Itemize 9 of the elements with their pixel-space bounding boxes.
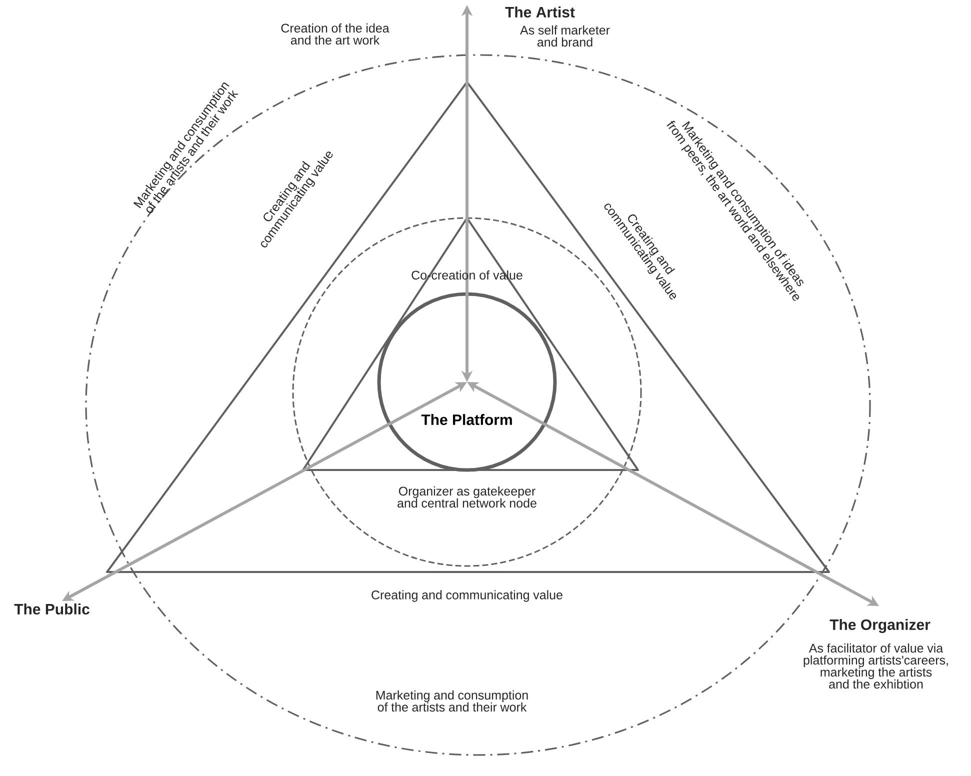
heading: The Organizer	[830, 618, 930, 634]
heading: The Public	[14, 604, 90, 614]
caption-text: Creating and communicating value	[372, 590, 562, 602]
heading: The Artist	[505, 6, 575, 18]
caption-text: As self marketer and brand	[520, 25, 610, 47]
caption-text: Marketing and consumption of the artists and their work	[376, 690, 528, 712]
caption-text: Creation of the idea and the art work	[281, 23, 390, 45]
caption-text: Organizer as gatekeeper and central network node	[398, 486, 536, 508]
description-text: As facilitator of value via platforming artists'careers, marketing the artists and the exhibtion	[804, 643, 948, 689]
